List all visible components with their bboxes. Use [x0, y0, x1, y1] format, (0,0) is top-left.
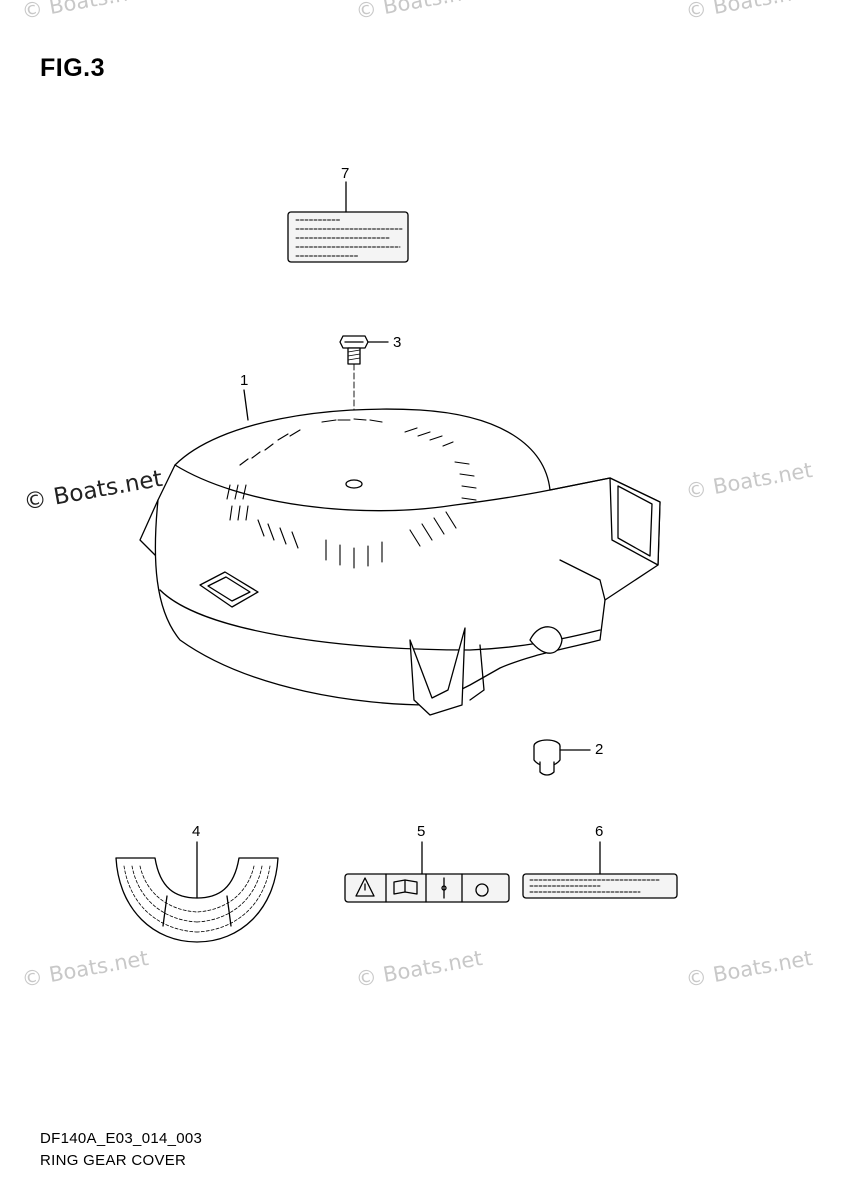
callout-4: 4: [192, 823, 201, 840]
figure-code: DF140A_E03_014_003: [40, 1130, 203, 1147]
figure-name: RING GEAR COVER: [40, 1152, 187, 1169]
callout-3: 3: [393, 334, 402, 351]
part-1-ring-gear-cover-drawing: [139, 389, 661, 716]
figure-title: FIG.3: [40, 54, 106, 82]
vent-slots: [226, 418, 477, 569]
callout-7: 7: [341, 165, 350, 182]
callout-6: 6: [595, 823, 604, 840]
part-2-grommet-drawing: [533, 739, 591, 776]
part-4-plate-drawing: [115, 841, 279, 943]
callout-2: 2: [595, 741, 604, 758]
callout-1: 1: [240, 372, 249, 389]
part-3-bolt-drawing: [339, 335, 389, 479]
callout-5: 5: [417, 823, 426, 840]
part-7-label-drawing: [287, 181, 409, 263]
part-6-label-drawing: [522, 841, 678, 899]
part-5-warning-label-drawing: [344, 841, 510, 903]
